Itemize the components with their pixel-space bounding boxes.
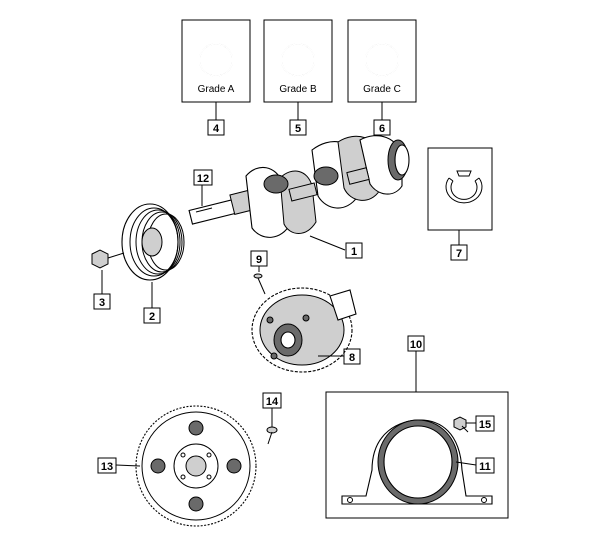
- callout-11: 11: [479, 461, 491, 473]
- grade-b-label: Grade B: [279, 84, 317, 95]
- callout-7: 7: [456, 248, 462, 260]
- crankshaft: 1: [188, 135, 410, 259]
- grade-c-label: Grade C: [363, 84, 401, 95]
- callout-10: 10: [410, 339, 422, 351]
- callout-12: 12: [197, 173, 209, 185]
- bearing-shell-icon: [199, 43, 233, 77]
- crankshaft-key: 12: [193, 169, 213, 213]
- bearing-shell-icon: [281, 43, 315, 77]
- grade-a-label: Grade A: [198, 84, 235, 95]
- bearing-grade-a: Grade A 4: [181, 19, 251, 136]
- damper-bolt: 3: [91, 249, 125, 310]
- callout-2: 2: [149, 311, 155, 323]
- thrust-washer-icon: [445, 170, 483, 204]
- tone-wheel-bolt: 9: [250, 250, 268, 295]
- callout-1: 1: [351, 246, 357, 258]
- callout-8: 8: [349, 352, 355, 364]
- callout-3: 3: [99, 297, 105, 309]
- callout-9: 9: [256, 254, 262, 266]
- callout-6: 6: [379, 123, 385, 135]
- flexplate: 13: [97, 405, 257, 527]
- bearing-shell-icon: [365, 43, 399, 77]
- bearing-grade-b: Grade B 5: [263, 19, 333, 136]
- bearing-grade-c: Grade C 6: [347, 19, 417, 136]
- callout-4: 4: [213, 123, 220, 135]
- flexplate-bolt: 14: [262, 392, 282, 445]
- thrust-washer: 7: [427, 147, 493, 261]
- callout-5: 5: [295, 123, 301, 135]
- callout-13: 13: [101, 461, 113, 473]
- rear-seal-kit: 10 11 15: [325, 335, 509, 519]
- tone-wheel: 8: [251, 287, 361, 373]
- vibration-damper: 2: [121, 203, 185, 324]
- retainer-bolt: 15: [453, 415, 495, 433]
- rear-seal-retainer: 11: [341, 419, 495, 505]
- callout-14: 14: [266, 396, 279, 408]
- callout-15: 15: [479, 419, 491, 431]
